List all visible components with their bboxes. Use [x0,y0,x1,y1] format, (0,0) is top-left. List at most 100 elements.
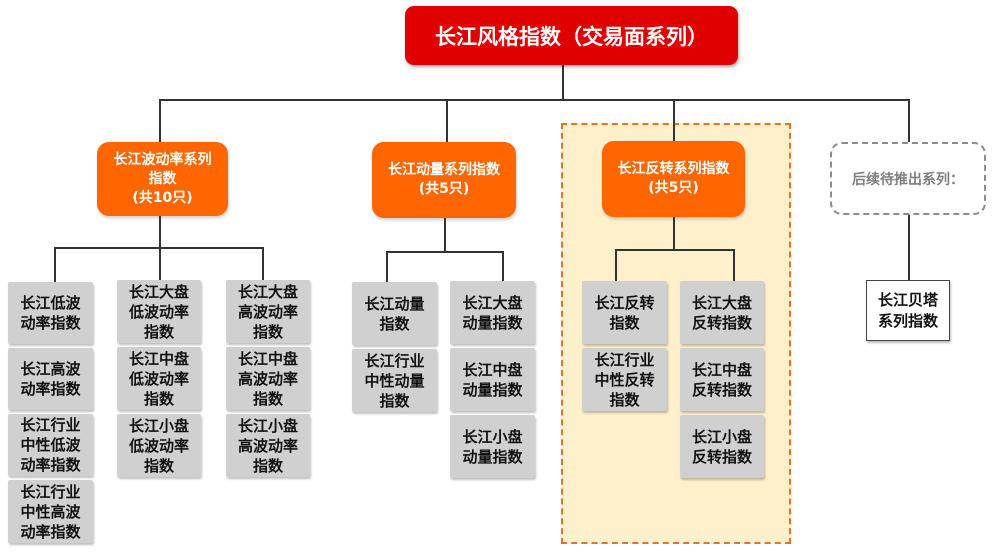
beta-label: 系列指数 [877,311,938,330]
leaf-label: 动量指数 [462,313,523,332]
leaf-label: 长江行业 [20,482,81,501]
leaf-index[interactable]: 长江中盘 高波动率 指数 [226,347,310,410]
connector [54,247,56,282]
leaf-label: 长江行业 [594,350,655,369]
leaf-label: 指数 [143,322,174,341]
leaf-label: 中性低波 [20,436,81,454]
leaf-index[interactable]: 长江中盘 低波动率 指数 [117,347,201,410]
series-count: (共10只) [132,189,193,206]
future-series-node[interactable]: 后续待推出系列： [830,142,986,215]
leaf-label: 长江小盘 [237,416,298,435]
leaf-label: 动量指数 [462,380,523,399]
leaf-index[interactable]: 长江小盘 低波动率 指数 [117,414,201,477]
beta-series-node[interactable]: 长江贝塔 系列指数 [866,280,950,341]
leaf-label: 反转指数 [691,380,752,399]
leaf-label: 高波动率 [237,302,298,321]
series-title: 长江波动率系列 [113,151,212,168]
leaf-label: 长江反转 [594,293,655,312]
leaf-label: 长江低波 [20,294,81,312]
leaf-label: 动率指数 [20,456,81,474]
leaf-index[interactable]: 长江行业 中性动量 指数 [352,349,437,412]
beta-label: 长江贝塔 [877,290,938,309]
leaf-label: 反转指数 [691,313,752,332]
leaf-label: 长江动量 [364,294,425,313]
leaf-label: 动量指数 [462,447,523,466]
series-title: 指数 [148,170,177,187]
series-title: 长江动量系列指数 [388,162,500,178]
leaf-index[interactable]: 长江大盘 动量指数 [450,281,535,344]
leaf-label: 指数 [252,456,283,475]
series-node-volatility[interactable]: 长江波动率系列 指数 (共10只) [97,142,228,216]
leaf-index[interactable]: 长江行业 中性反转 指数 [582,348,667,411]
leaf-index[interactable]: 长江小盘 反转指数 [680,415,764,478]
leaf-label: 长江中盘 [128,349,189,368]
connector [386,251,504,253]
leaf-label: 长江中盘 [237,349,298,368]
connector [733,249,735,281]
leaf-label: 动率指数 [20,314,81,332]
connector [673,217,675,250]
leaf-label: 中性动量 [364,371,425,390]
leaf-label: 中性反转 [594,370,655,389]
connector [615,249,735,251]
leaf-label: 长江小盘 [462,427,523,446]
leaf-index[interactable]: 长江高波 动率指数 [8,348,93,410]
connector [615,249,617,281]
leaf-label: 指数 [379,314,410,333]
leaf-index[interactable]: 长江大盘 低波动率 指数 [117,280,201,343]
series-count: (共5只) [648,180,699,196]
leaf-label: 反转指数 [691,447,752,466]
leaf-label: 长江高波 [20,360,81,378]
connector [159,247,161,280]
leaf-label: 高波动率 [237,369,298,388]
connector [562,65,564,100]
connector [446,99,448,142]
leaf-label: 长江行业 [20,416,81,434]
leaf-label: 低波动率 [128,369,189,388]
leaf-label: 低波动率 [128,436,189,455]
connector [673,99,675,141]
leaf-label: 长江小盘 [691,427,752,446]
leaf-index[interactable]: 长江反转 指数 [582,281,667,344]
connector [444,218,446,252]
leaf-label: 长江行业 [364,351,425,370]
leaf-label: 指数 [379,391,410,410]
series-node-reversal[interactable]: 长江反转系列指数 (共5只) [602,141,745,217]
leaf-index[interactable]: 长江行业 中性高波 动率指数 [8,480,93,543]
leaf-label: 指数 [609,313,640,332]
leaf-label: 指数 [143,389,174,408]
leaf-label: 长江大盘 [237,282,298,301]
series-title: 长江反转系列指数 [617,161,730,177]
leaf-label: 长江大盘 [691,293,752,312]
leaf-label: 高波动率 [237,436,298,455]
connector [502,251,504,282]
leaf-index[interactable]: 长江低波 动率指数 [8,282,93,344]
leaf-label: 指数 [252,322,283,341]
leaf-index[interactable]: 长江行业 中性低波 动率指数 [8,414,93,476]
leaf-label: 指数 [609,390,640,409]
root-node[interactable]: 长江风格指数（交易面系列） [405,6,738,65]
leaf-index[interactable]: 长江大盘 反转指数 [680,281,764,344]
root-label: 长江风格指数（交易面系列） [435,24,708,49]
leaf-label: 长江大盘 [128,282,189,301]
leaf-label: 低波动率 [128,302,189,321]
leaf-index[interactable]: 长江中盘 反转指数 [680,348,764,411]
leaf-label: 动率指数 [20,522,81,541]
leaf-label: 指数 [252,389,283,408]
leaf-label: 长江小盘 [128,416,189,435]
future-series-label: 后续待推出系列： [852,171,964,188]
leaf-index[interactable]: 长江中盘 动量指数 [450,348,535,411]
series-count: (共5只) [418,181,470,197]
leaf-label: 动率指数 [20,380,81,398]
leaf-label: 指数 [143,456,174,475]
leaf-index[interactable]: 长江小盘 高波动率 指数 [226,414,310,477]
leaf-index[interactable]: 长江动量 指数 [352,282,437,345]
leaf-label: 长江中盘 [462,360,523,379]
connector [908,215,910,280]
series-node-momentum[interactable]: 长江动量系列指数 (共5只) [372,142,516,218]
connector [262,247,264,280]
connector [908,99,910,142]
leaf-label: 长江大盘 [462,293,523,312]
leaf-index[interactable]: 长江大盘 高波动率 指数 [226,280,310,343]
leaf-index[interactable]: 长江小盘 动量指数 [450,415,535,478]
